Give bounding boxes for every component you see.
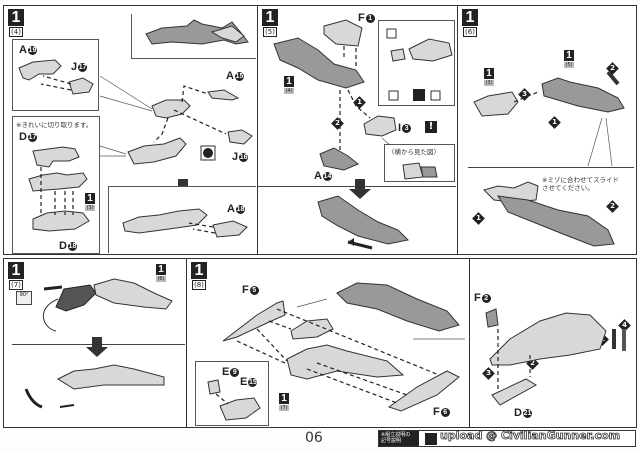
step-number: 1	[8, 9, 24, 26]
inset-d17-d18-drawing	[28, 146, 90, 232]
result-drawing	[122, 208, 248, 238]
step-panel-1-8-detail: F2 D21 1 2 3 4	[469, 258, 637, 428]
note-slide-groove: ※ミゾに合わせてスライド させてください。	[542, 176, 619, 192]
side-view-drawing	[402, 162, 438, 180]
ref-badge-1-3: 1 (3)	[85, 193, 95, 211]
step-sub: (4)	[9, 27, 23, 37]
step-badge: 1 (5)	[261, 9, 279, 37]
ref-badge-1-6: 1 (6)	[156, 264, 166, 282]
detail-drawing	[485, 308, 626, 406]
preview-box	[131, 14, 256, 59]
align-symbol-icon	[425, 432, 437, 445]
side-view-label: 〈横から見た図〉	[388, 148, 440, 156]
panel6-result-drawing	[483, 181, 615, 247]
symbol-legend-tag: ※組立説明の 記号説明	[379, 431, 419, 446]
ref-badge-1-7: 1 (7)	[279, 393, 289, 411]
next-arrow	[86, 335, 108, 357]
step-badge: 1 (7)	[7, 262, 25, 290]
step-badge: 1 (4)	[7, 9, 25, 37]
next-arrow	[349, 177, 371, 199]
panel7-drawing	[24, 278, 173, 409]
ref-badge-1-4: 1 (4)	[284, 76, 294, 94]
assembled-part-preview	[145, 19, 249, 45]
side-view-inset: 〈横から見た図〉	[384, 144, 455, 182]
center-assembly-drawing	[99, 75, 253, 165]
note-cut-cleanly: ※きれいに切り取ります。	[16, 121, 93, 129]
ref-badge-1-5: 1 (5)	[564, 50, 574, 68]
panel5-result-drawing	[317, 195, 410, 250]
step-badge: 1 (6)	[461, 9, 479, 37]
panel5-drawing	[273, 19, 401, 171]
page-number: 06	[305, 430, 323, 446]
watermark: upload @ CivilianGunner.com	[440, 429, 621, 443]
ref-badge-1-3: 1 (3)	[484, 68, 494, 86]
symbol-legend: ※組立説明の 記号説明	[378, 430, 636, 447]
align-icon	[413, 89, 425, 101]
step-badge: 1 (8)	[190, 262, 208, 290]
step-panel-1-7: 1 (7) 1 (6) 90°	[3, 258, 187, 428]
divider	[468, 167, 634, 168]
rotate-icon: 90°	[16, 291, 32, 305]
warning-icon: !	[425, 121, 437, 133]
panel6-drawing	[473, 70, 625, 167]
inset-a19-j17-drawing	[18, 59, 94, 95]
inset-e9-e15-drawing	[207, 379, 261, 421]
detail-inset-drawing	[386, 28, 453, 101]
detail-inset	[378, 20, 455, 106]
panel8-drawing	[222, 282, 465, 412]
step-panel-1-6: 1 (6) 1 (3) 1 (5) 3 1 2 ※ミゾに合わせてスライド させて…	[457, 5, 637, 255]
